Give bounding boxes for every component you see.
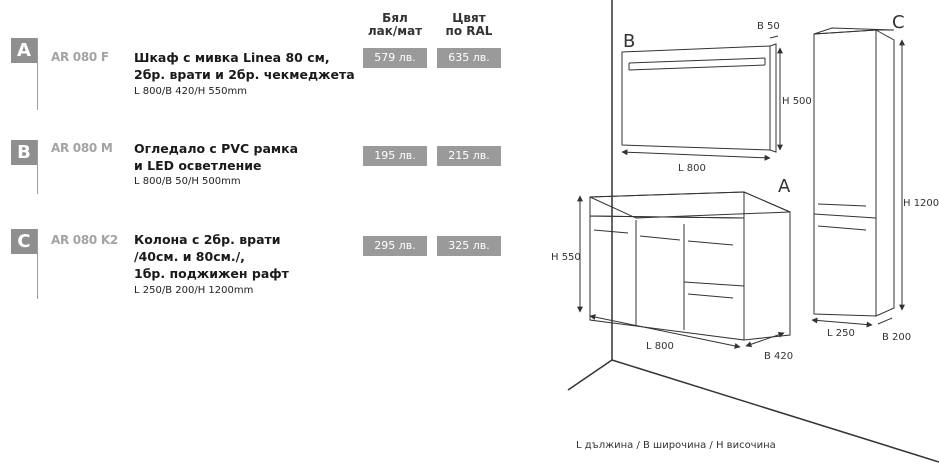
price-ral: 325 лв.	[437, 236, 501, 256]
cabinet-depth-arrow	[745, 331, 785, 348]
cabinet-length-label: L 800	[646, 341, 674, 352]
column-depth-arrow	[877, 317, 893, 325]
row-divider	[37, 38, 38, 110]
technical-drawing: B A C B 50 H 500 L 800 H 550 L 800 B 420…	[551, 0, 939, 463]
product-code: AR 080 K2	[51, 233, 118, 247]
price-white: 295 лв.	[363, 236, 427, 256]
cabinet-height-label: H 550	[551, 252, 581, 263]
row-divider	[37, 229, 38, 299]
column-length-arrow	[811, 317, 873, 328]
column-header-ral: Цвят по RAL	[445, 11, 493, 38]
product-code: AR 080 F	[51, 50, 109, 64]
row-divider	[37, 140, 38, 194]
mirror-length-arrow	[621, 149, 771, 161]
product-title: Колона с 2бр. врати /40см. и 80см./, 1бр…	[134, 232, 289, 281]
dimension-legend: L дължина / B широчина / H височина	[576, 440, 776, 451]
mirror-height-label: H 500	[782, 96, 812, 107]
column-height-label: H 1200	[903, 198, 939, 209]
product-letter-badge: A	[11, 38, 37, 63]
mirror-length-label: L 800	[678, 163, 706, 174]
price-white: 579 лв.	[363, 48, 427, 68]
price-ral: 215 лв.	[437, 146, 501, 166]
column-drawing	[813, 27, 895, 317]
cabinet-depth-label: B 420	[764, 351, 793, 362]
mirror-depth-label: B 50	[757, 21, 780, 32]
product-code: AR 080 M	[51, 141, 113, 155]
price-ral: 635 лв.	[437, 48, 501, 68]
label-c: C	[892, 12, 905, 33]
cabinet-length-arrow	[589, 314, 741, 349]
floor-edge	[567, 359, 613, 391]
product-letter-badge: B	[11, 140, 37, 165]
product-dimensions: L 250/B 200/H 1200mm	[134, 285, 254, 296]
column-length-label: L 250	[827, 328, 855, 339]
column-header-white: Бял лак/мат	[367, 11, 423, 38]
label-a: A	[778, 176, 791, 197]
price-white: 195 лв.	[363, 146, 427, 166]
product-title: Шкаф с мивка Linea 80 см, 2бр. врати и 2…	[134, 50, 355, 82]
label-b: B	[623, 31, 635, 52]
mirror-drawing	[621, 43, 777, 153]
product-letter-badge: C	[11, 229, 37, 254]
product-dimensions: L 800/B 420/H 550mm	[134, 86, 247, 97]
cabinet-drawing	[589, 191, 791, 341]
floor-edge	[611, 359, 939, 463]
product-title: Огледало с PVC рамка и LED осветление	[134, 141, 299, 173]
product-dimensions: L 800/B 50/H 500mm	[134, 176, 241, 187]
mirror-depth-arrow	[769, 35, 779, 39]
column-depth-label: B 200	[882, 332, 911, 343]
